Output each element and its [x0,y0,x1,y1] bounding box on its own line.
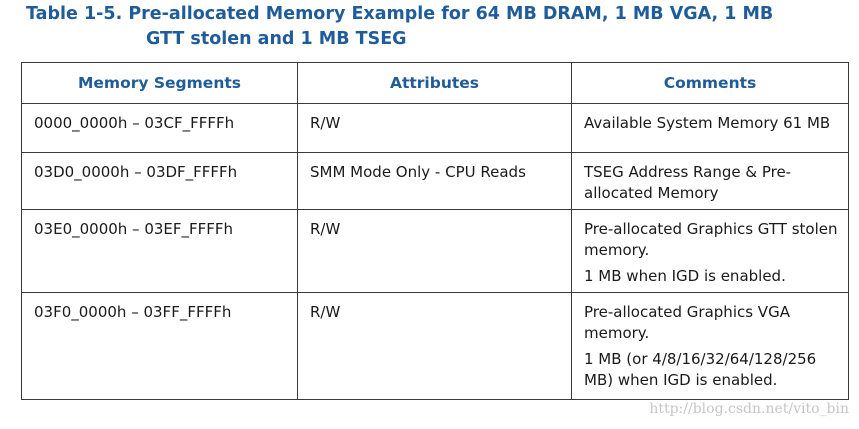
comments-cell: Pre-allocated Graphics GTT stolen memory… [571,209,849,293]
comment-text: Pre-allocated Graphics GTT stolen memory… [584,220,838,259]
comments-cell: Available System Memory 61 MB [571,103,849,153]
memory-table: Memory Segments Attributes Comments 0000… [21,62,849,400]
table-row: 03E0_0000h – 03EF_FFFFh R/W Pre-allocate… [21,209,849,293]
column-header-attributes: Attributes [297,62,572,104]
comments-cell: TSEG Address Range & Pre-allocated Memor… [571,152,849,210]
attributes-cell: SMM Mode Only - CPU Reads [297,152,572,210]
table-row: 03D0_0000h – 03DF_FFFFh SMM Mode Only - … [21,152,849,210]
comment-text: Pre-allocated Graphics VGA memory. [584,303,790,342]
table-title: Table 1-5. Pre-allocated Memory Example … [26,2,846,52]
table-title-line-1: Table 1-5. Pre-allocated Memory Example … [26,4,774,24]
table-row: 03F0_0000h – 03FF_FFFFh R/W Pre-allocate… [21,292,849,400]
attributes-cell: R/W [297,209,572,293]
table-row: 0000_0000h – 03CF_FFFFh R/W Available Sy… [21,103,849,153]
memory-segment-cell: 03D0_0000h – 03DF_FFFFh [21,152,298,210]
attributes-cell: R/W [297,292,572,400]
column-header-memory-segments: Memory Segments [21,62,298,104]
memory-segment-cell: 03F0_0000h – 03FF_FFFFh [21,292,298,400]
memory-segment-cell: 0000_0000h – 03CF_FFFFh [21,103,298,153]
comment-text: Available System Memory 61 MB [584,114,831,132]
comment-note: 1 MB (or 4/8/16/32/64/128/256 MB) when I… [584,350,817,389]
comment-note: 1 MB when IGD is enabled. [584,267,786,285]
comment-text: TSEG Address Range & Pre-allocated Memor… [584,163,792,202]
column-header-comments: Comments [571,62,849,104]
comments-cell: Pre-allocated Graphics VGA memory. 1 MB … [571,292,849,400]
attributes-cell: R/W [297,103,572,153]
table-title-line-2: GTT stolen and 1 MB TSEG [146,29,407,49]
table-header-row: Memory Segments Attributes Comments [21,62,849,104]
memory-segment-cell: 03E0_0000h – 03EF_FFFFh [21,209,298,293]
watermark: http://blog.csdn.net/vito_bin [649,401,849,417]
